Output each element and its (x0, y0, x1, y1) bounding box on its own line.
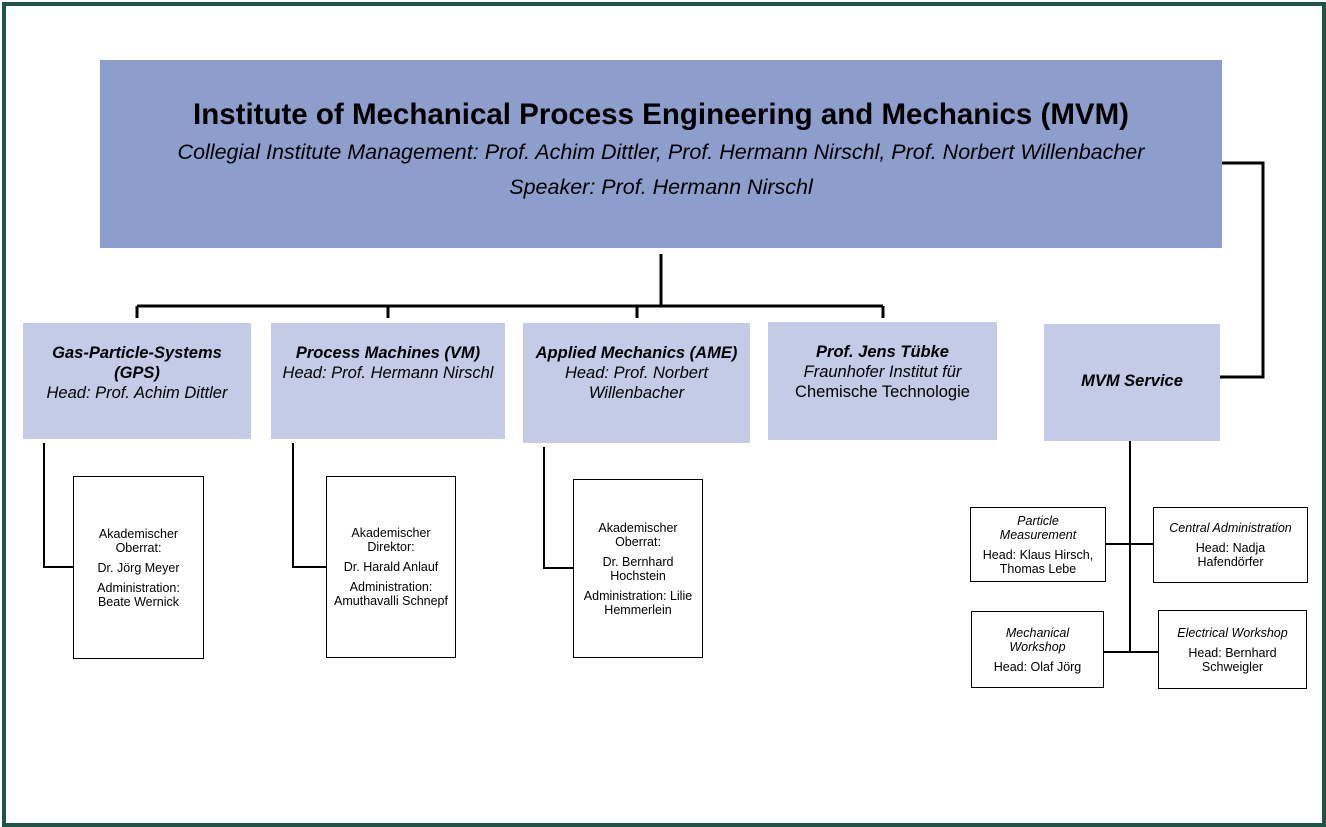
dept-ame-title: Applied Mechanics (AME) (535, 344, 738, 362)
gps-staff-connector (43, 443, 74, 568)
dept-gps-title: Gas-Particle-Systems (GPS) (52, 344, 222, 382)
dept-ame-head: Head: Prof. Norbert Willenbacher (564, 364, 709, 402)
service-central-administration-head: Head: Nadja Hafendörfer (1195, 541, 1266, 569)
service-mechanical-workshop-name: Mechanical Workshop (1005, 625, 1070, 654)
ame-staff-connector (543, 447, 574, 569)
service-central-administration: Central Administration Head: Nadja Hafen… (1153, 507, 1308, 583)
service-electrical-workshop: Electrical Workshop Head: Bernhard Schwe… (1158, 610, 1307, 689)
institute-speaker: Speaker: Prof. Hermann Nirschl (509, 175, 813, 199)
service-particle-measurement: Particle Measurement Head: Klaus Hirsch,… (970, 507, 1106, 582)
service-particle-measurement-name: Particle Measurement (999, 513, 1077, 542)
service-electrical-workshop-head: Head: Bernhard Schweigler (1188, 645, 1277, 674)
dept-tuebke-institute-line2: Chemische Technologie (795, 383, 970, 401)
staff-gps-role: Akademischer Oberrat: (98, 526, 179, 555)
institute-header-box: Institute of Mechanical Process Engineer… (100, 60, 1222, 248)
staff-box-gps: Akademischer Oberrat: Dr. Jörg Meyer Adm… (73, 476, 204, 659)
staff-gps-admin: Administration: Beate Wernick (97, 580, 180, 609)
staff-box-vm: Akademischer Direktor: Dr. Harald Anlauf… (326, 476, 456, 658)
staff-vm-name: Dr. Harald Anlauf (343, 560, 439, 574)
dept-tuebke-institute: Fraunhofer Institut für (803, 363, 962, 381)
staff-vm-admin: Administration: Amuthavalli Schnepf (334, 580, 448, 608)
service-particle-measurement-head: Head: Klaus Hirsch, Thomas Lebe (982, 547, 1094, 576)
service-central-administration-name: Central Administration (1169, 521, 1292, 535)
staff-ame-role: Akademischer Oberrat: (598, 520, 678, 549)
service-mechanical-workshop: Mechanical Workshop Head: Olaf Jörg (971, 611, 1104, 688)
dept-gps-box: Gas-Particle-Systems (GPS) Head: Prof. A… (23, 323, 251, 439)
dept-service-box: MVM Service (1044, 324, 1220, 441)
dept-service-title: MVM Service (1081, 372, 1183, 390)
service-units-connector (1104, 441, 1159, 653)
dept-vm-head: Head: Prof. Hermann Nirschl (282, 364, 494, 382)
staff-ame-name: Dr. Bernhard Hochstein (602, 554, 674, 583)
staff-ame-admin: Administration: Lilie Hemmerlein (583, 588, 693, 617)
institute-title: Institute of Mechanical Process Engineer… (193, 98, 1129, 131)
staff-vm-role: Akademischer Direktor: (351, 526, 431, 554)
dept-vm-box: Process Machines (VM) Head: Prof. Herman… (271, 323, 505, 439)
vm-staff-connector (292, 443, 327, 568)
main-to-departments-connector (135, 254, 885, 318)
institute-management: Collegial Institute Management: Prof. Ac… (177, 140, 1145, 164)
dept-tuebke-title: Prof. Jens Tübke (816, 343, 949, 361)
service-electrical-workshop-name: Electrical Workshop (1177, 625, 1288, 640)
staff-box-ame: Akademischer Oberrat: Dr. Bernhard Hochs… (573, 479, 703, 658)
main-to-service-connector (1220, 161, 1265, 379)
dept-tuebke-box: Prof. Jens Tübke Fraunhofer Institut für… (768, 322, 997, 440)
dept-ame-box: Applied Mechanics (AME) Head: Prof. Norb… (523, 323, 750, 443)
dept-gps-head: Head: Prof. Achim Dittler (46, 384, 228, 402)
staff-gps-name: Dr. Jörg Meyer (97, 560, 180, 575)
service-mechanical-workshop-head: Head: Olaf Jörg (993, 659, 1082, 674)
dept-vm-title: Process Machines (VM) (295, 344, 481, 362)
